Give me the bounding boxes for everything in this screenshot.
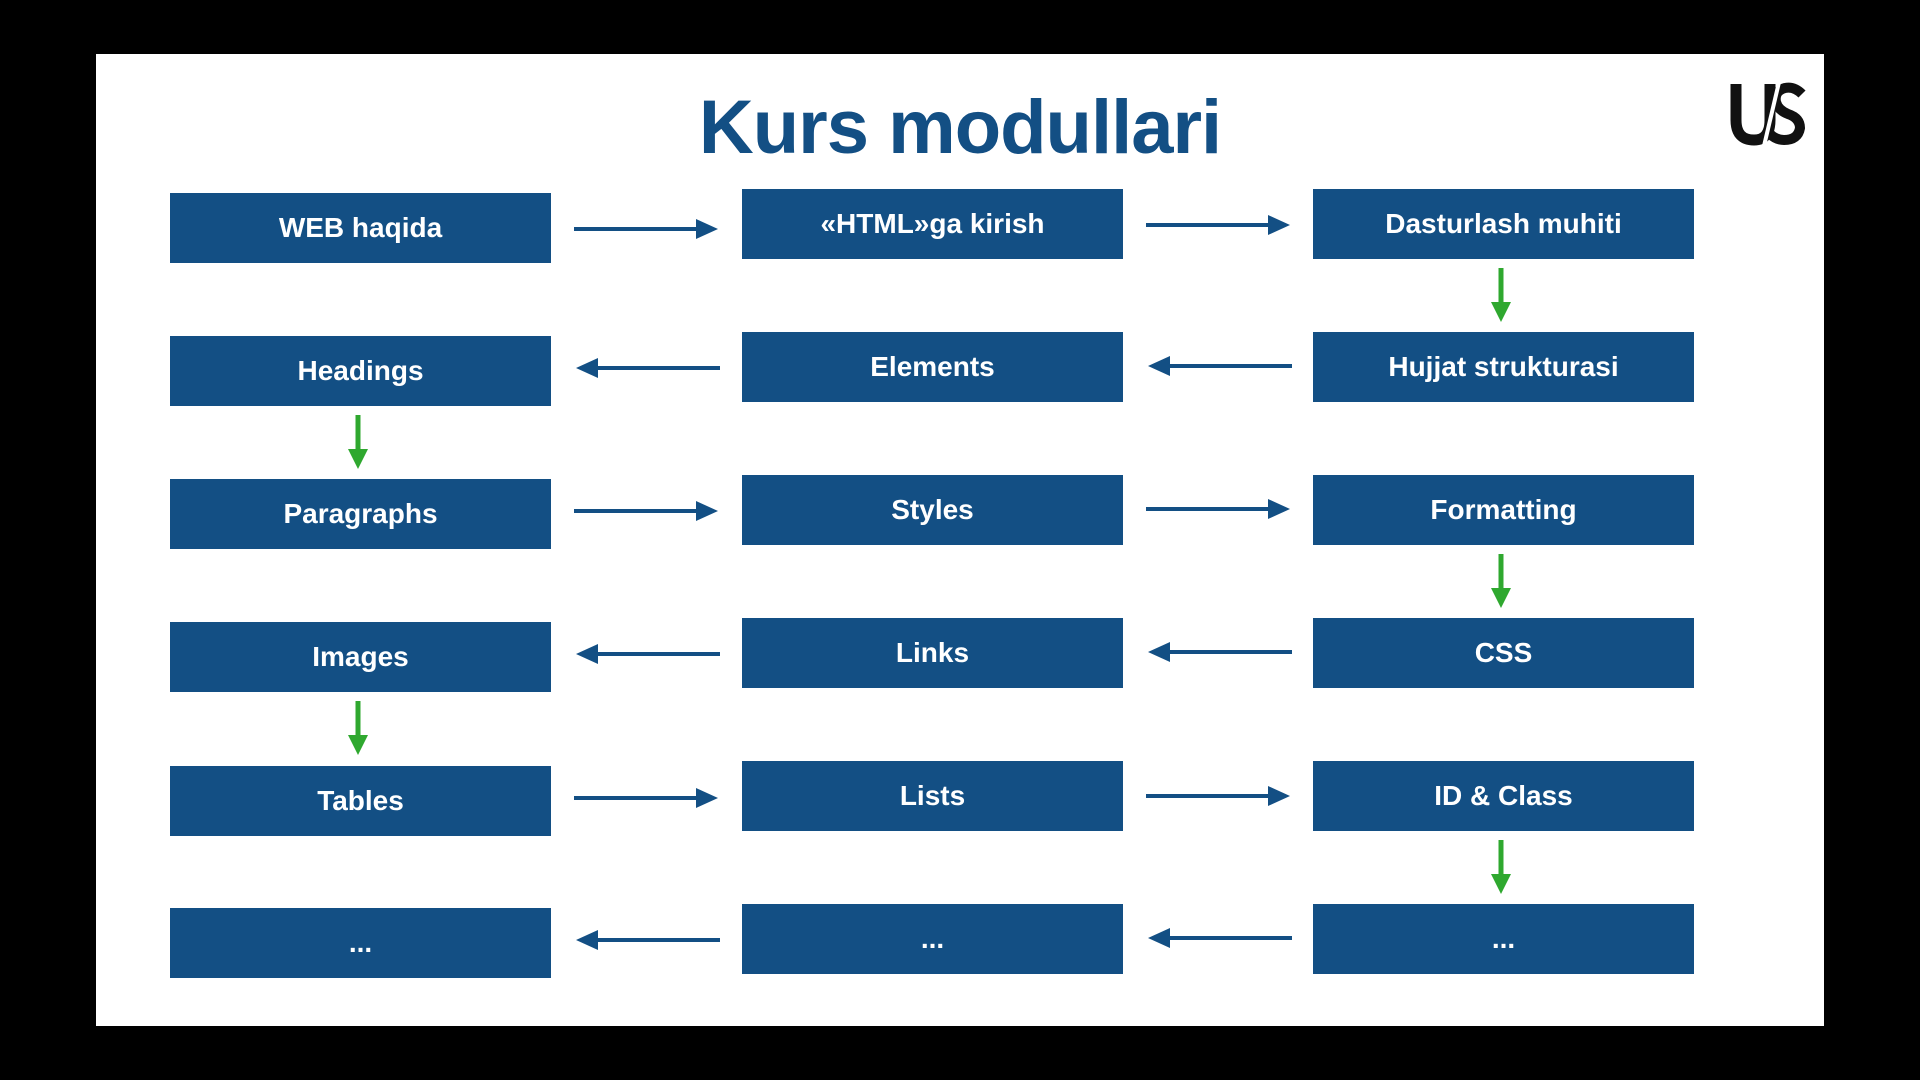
module-lists: Lists: [742, 761, 1123, 831]
arrow-down-icon: [1491, 554, 1511, 608]
module-dasturlash-muhiti: Dasturlash muhiti: [1313, 189, 1694, 259]
module-ellipsis-2: ...: [742, 904, 1123, 974]
arrow-right-icon: [1146, 215, 1290, 235]
module-images: Images: [170, 622, 551, 692]
module-css: CSS: [1313, 618, 1694, 688]
arrow-down-icon: [348, 701, 368, 755]
module-html-ga-kirish: «HTML»ga kirish: [742, 189, 1123, 259]
module-hujjat-strukturasi: Hujjat strukturasi: [1313, 332, 1694, 402]
arrow-left-icon: [576, 358, 720, 378]
arrow-down-icon: [1491, 268, 1511, 322]
arrow-left-icon: [1148, 928, 1292, 948]
arrow-right-icon: [1146, 786, 1290, 806]
module-ellipsis-3: ...: [1313, 904, 1694, 974]
module-paragraphs: Paragraphs: [170, 479, 551, 549]
slide-title: Kurs modullari: [698, 85, 1222, 170]
module-links: Links: [742, 618, 1123, 688]
module-elements: Elements: [742, 332, 1123, 402]
arrow-right-icon: [574, 219, 718, 239]
us-logo-icon: [1730, 77, 1806, 147]
module-styles: Styles: [742, 475, 1123, 545]
module-formatting: Formatting: [1313, 475, 1694, 545]
arrow-right-icon: [1146, 499, 1290, 519]
arrow-right-icon: [574, 501, 718, 521]
module-ellipsis-1: ...: [170, 908, 551, 978]
module-headings: Headings: [170, 336, 551, 406]
arrow-left-icon: [576, 644, 720, 664]
arrow-left-icon: [576, 930, 720, 950]
arrow-right-icon: [574, 788, 718, 808]
arrow-down-icon: [348, 415, 368, 469]
arrow-down-icon: [1491, 840, 1511, 894]
slide: Kurs modullari WEB haqida «HTML»ga kiris…: [96, 54, 1824, 1026]
module-web-haqida: WEB haqida: [170, 193, 551, 263]
module-id-class: ID & Class: [1313, 761, 1694, 831]
module-tables: Tables: [170, 766, 551, 836]
arrow-left-icon: [1148, 356, 1292, 376]
arrow-left-icon: [1148, 642, 1292, 662]
